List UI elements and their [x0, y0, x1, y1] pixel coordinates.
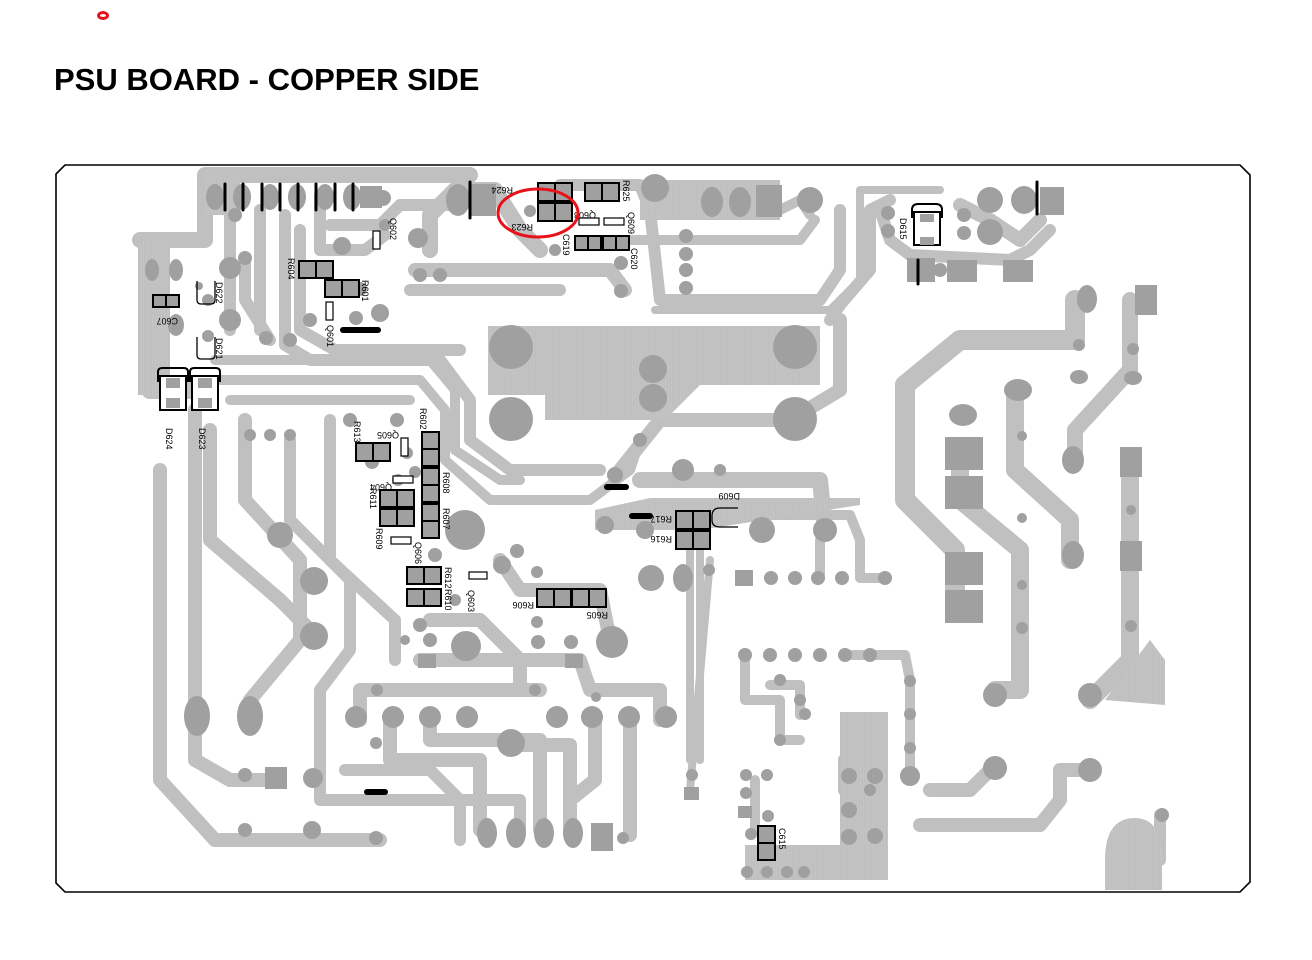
label-r623: R623 [511, 222, 533, 232]
component-d624[interactable] [157, 367, 189, 411]
label-r612: R612 [443, 567, 453, 589]
component-r623[interactable] [537, 202, 573, 222]
label-r616: R616 [650, 534, 672, 544]
label-r625: R625 [621, 180, 631, 202]
component-q608[interactable] [578, 217, 600, 226]
component-r604[interactable] [298, 260, 334, 279]
component-c619[interactable] [574, 235, 602, 251]
label-q602: Q602 [388, 218, 398, 240]
component-d623[interactable] [189, 367, 221, 411]
label-r609: R609 [374, 528, 384, 550]
component-outlines [152, 182, 943, 861]
label-q603: Q603 [466, 590, 476, 612]
component-q604[interactable] [392, 475, 414, 484]
jumper-links [223, 180, 1039, 795]
label-c607: C607 [156, 316, 178, 326]
label-d609: D609 [718, 491, 740, 501]
component-r602[interactable] [421, 431, 440, 467]
component-r607[interactable] [421, 503, 440, 539]
label-r611: R611 [368, 488, 378, 509]
label-d621: D621 [214, 338, 224, 360]
component-r625[interactable] [584, 182, 620, 202]
component-d622[interactable] [196, 281, 216, 305]
label-d623: D623 [197, 428, 207, 450]
component-r608[interactable] [421, 467, 440, 503]
label-q609: Q609 [626, 212, 636, 234]
label-c620: C620 [629, 248, 639, 270]
label-q606: Q606 [413, 542, 423, 564]
component-d621[interactable] [196, 337, 216, 360]
component-c615[interactable] [757, 825, 776, 861]
component-c607[interactable] [152, 294, 180, 308]
component-labels: R624 R623 R625 Q608 Q609 C619 C620 Q602 … [156, 180, 908, 850]
label-q604: Q604 [370, 482, 392, 492]
label-r605: R605 [586, 610, 608, 620]
component-q605[interactable] [400, 437, 409, 457]
label-c619: C619 [561, 234, 571, 256]
label-d624: D624 [164, 428, 174, 450]
label-q608: Q608 [574, 210, 596, 220]
label-q601: Q601 [325, 325, 335, 347]
label-c615: C615 [777, 828, 787, 850]
component-r616[interactable] [675, 530, 711, 550]
solder-pads [145, 174, 1169, 878]
label-r610: R610 [443, 589, 453, 611]
label-r608: R608 [441, 472, 451, 494]
label-q605: Q605 [377, 430, 399, 440]
label-r606: R606 [512, 600, 534, 610]
red-dot-marker [97, 11, 109, 20]
component-r601[interactable] [324, 279, 360, 298]
component-r611[interactable] [379, 489, 415, 508]
component-q606[interactable] [390, 536, 412, 545]
label-r624: R624 [491, 185, 513, 195]
label-r604: R604 [286, 258, 296, 280]
component-d615[interactable] [911, 203, 943, 246]
label-r601: R601 [360, 280, 370, 302]
component-r610[interactable] [406, 588, 442, 607]
component-q601[interactable] [325, 301, 334, 321]
board-outline [55, 164, 1251, 893]
highlight-circle-r623 [496, 187, 580, 239]
component-r612[interactable] [406, 566, 442, 585]
label-r602: R602 [418, 408, 428, 430]
component-r605[interactable] [571, 588, 607, 608]
component-r613[interactable] [355, 442, 391, 462]
component-q602[interactable] [372, 230, 381, 250]
component-r617[interactable] [675, 510, 711, 530]
label-d622: D622 [214, 282, 224, 304]
label-r607: R607 [441, 508, 451, 530]
component-c620[interactable] [602, 235, 630, 251]
label-r613: R613 [352, 421, 362, 443]
component-r606[interactable] [536, 588, 572, 608]
component-q603[interactable] [468, 571, 488, 580]
component-q609[interactable] [603, 217, 625, 226]
page-title: PSU BOARD - COPPER SIDE [54, 62, 480, 97]
component-d609[interactable] [711, 507, 738, 528]
label-d615: D615 [898, 218, 908, 240]
component-r609[interactable] [379, 508, 415, 527]
label-r617: R617 [650, 514, 672, 524]
